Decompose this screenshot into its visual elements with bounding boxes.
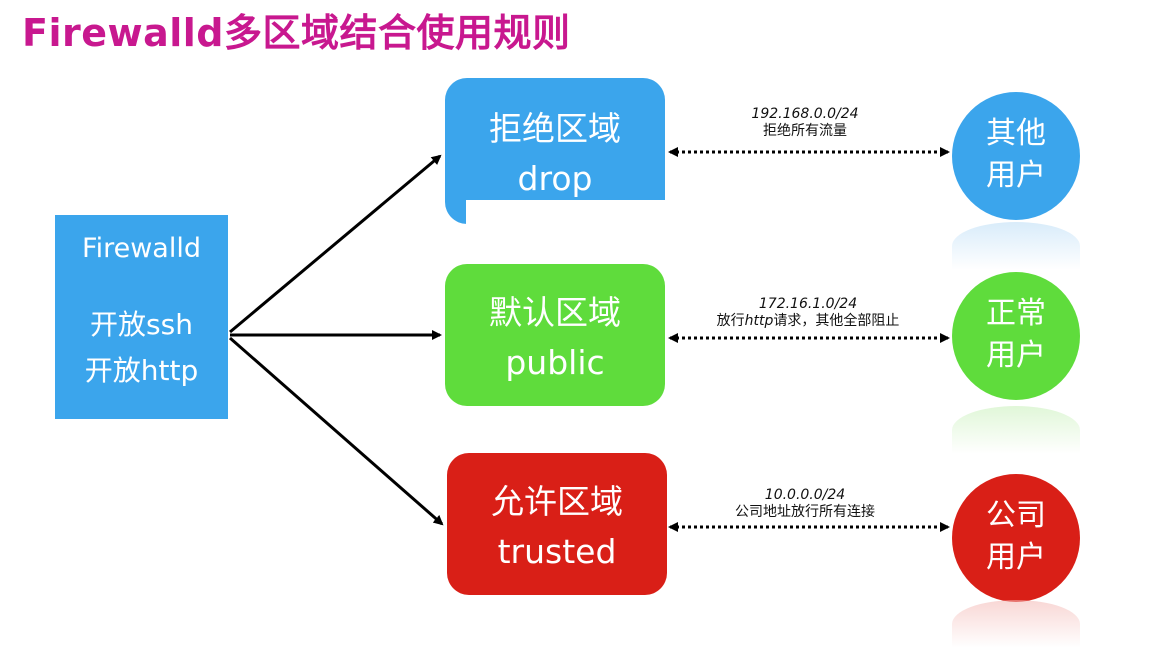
arrow-to-trusted bbox=[229, 336, 444, 526]
desc-drop: 拒绝所有流量 bbox=[763, 123, 847, 139]
user-normal-reflection bbox=[952, 406, 1080, 454]
firewalld-name: Firewalld bbox=[82, 233, 201, 264]
arrow-to-drop bbox=[229, 154, 442, 334]
link-label-drop: 192.168.0.0/24 拒绝所有流量 bbox=[700, 106, 910, 140]
zone-drop-en: drop bbox=[517, 159, 593, 198]
link-label-public: 172.16.1.0/24 放行http请求，其他全部阻止 bbox=[688, 296, 928, 330]
network-drop: 192.168.0.0/24 bbox=[751, 106, 859, 122]
firewalld-box: Firewalld 开放ssh 开放http bbox=[55, 215, 228, 419]
rule-http: 开放http bbox=[84, 354, 199, 387]
user-company-line1: 公司 bbox=[986, 498, 1046, 533]
desc-public-http: http bbox=[744, 313, 774, 329]
network-public: 172.16.1.0/24 bbox=[758, 296, 858, 312]
user-company-reflection bbox=[952, 600, 1080, 648]
desc-public-post: 请求，其他全部阻止 bbox=[773, 313, 900, 329]
user-other-line1: 其他 bbox=[986, 116, 1046, 151]
user-normal: 正常 用户 bbox=[952, 272, 1080, 400]
zone-drop: 拒绝区域 drop bbox=[445, 78, 665, 224]
rule-ssh: 开放ssh bbox=[90, 308, 193, 341]
user-other: 其他 用户 bbox=[952, 92, 1080, 220]
link-label-trusted: 10.0.0.0/24 公司地址放行所有连接 bbox=[700, 487, 910, 521]
desc-public-pre: 放行 bbox=[716, 313, 745, 329]
user-normal-line1: 正常 bbox=[986, 296, 1046, 331]
desc-trusted: 公司地址放行所有连接 bbox=[735, 504, 875, 520]
image-artifact-mask bbox=[466, 200, 681, 230]
zone-drop-cn: 拒绝区域 bbox=[489, 109, 621, 148]
user-normal-line2: 用户 bbox=[986, 338, 1046, 373]
zone-public-cn: 默认区域 bbox=[489, 293, 621, 332]
zone-public: 默认区域 public bbox=[445, 264, 665, 406]
zone-trusted-cn: 允许区域 bbox=[491, 482, 623, 521]
zone-trusted: 允许区域 trusted bbox=[447, 453, 667, 595]
page-title: Firewalld多区域结合使用规则 bbox=[22, 11, 571, 55]
zone-trusted-en: trusted bbox=[497, 532, 617, 571]
user-company-line2: 用户 bbox=[986, 540, 1046, 575]
user-company: 公司 用户 bbox=[952, 474, 1080, 602]
user-other-reflection bbox=[952, 222, 1080, 270]
zone-public-en: public bbox=[505, 343, 605, 382]
desc-public: 放行http请求，其他全部阻止 bbox=[688, 313, 928, 330]
network-trusted: 10.0.0.0/24 bbox=[764, 487, 846, 503]
user-other-line2: 用户 bbox=[986, 158, 1046, 193]
